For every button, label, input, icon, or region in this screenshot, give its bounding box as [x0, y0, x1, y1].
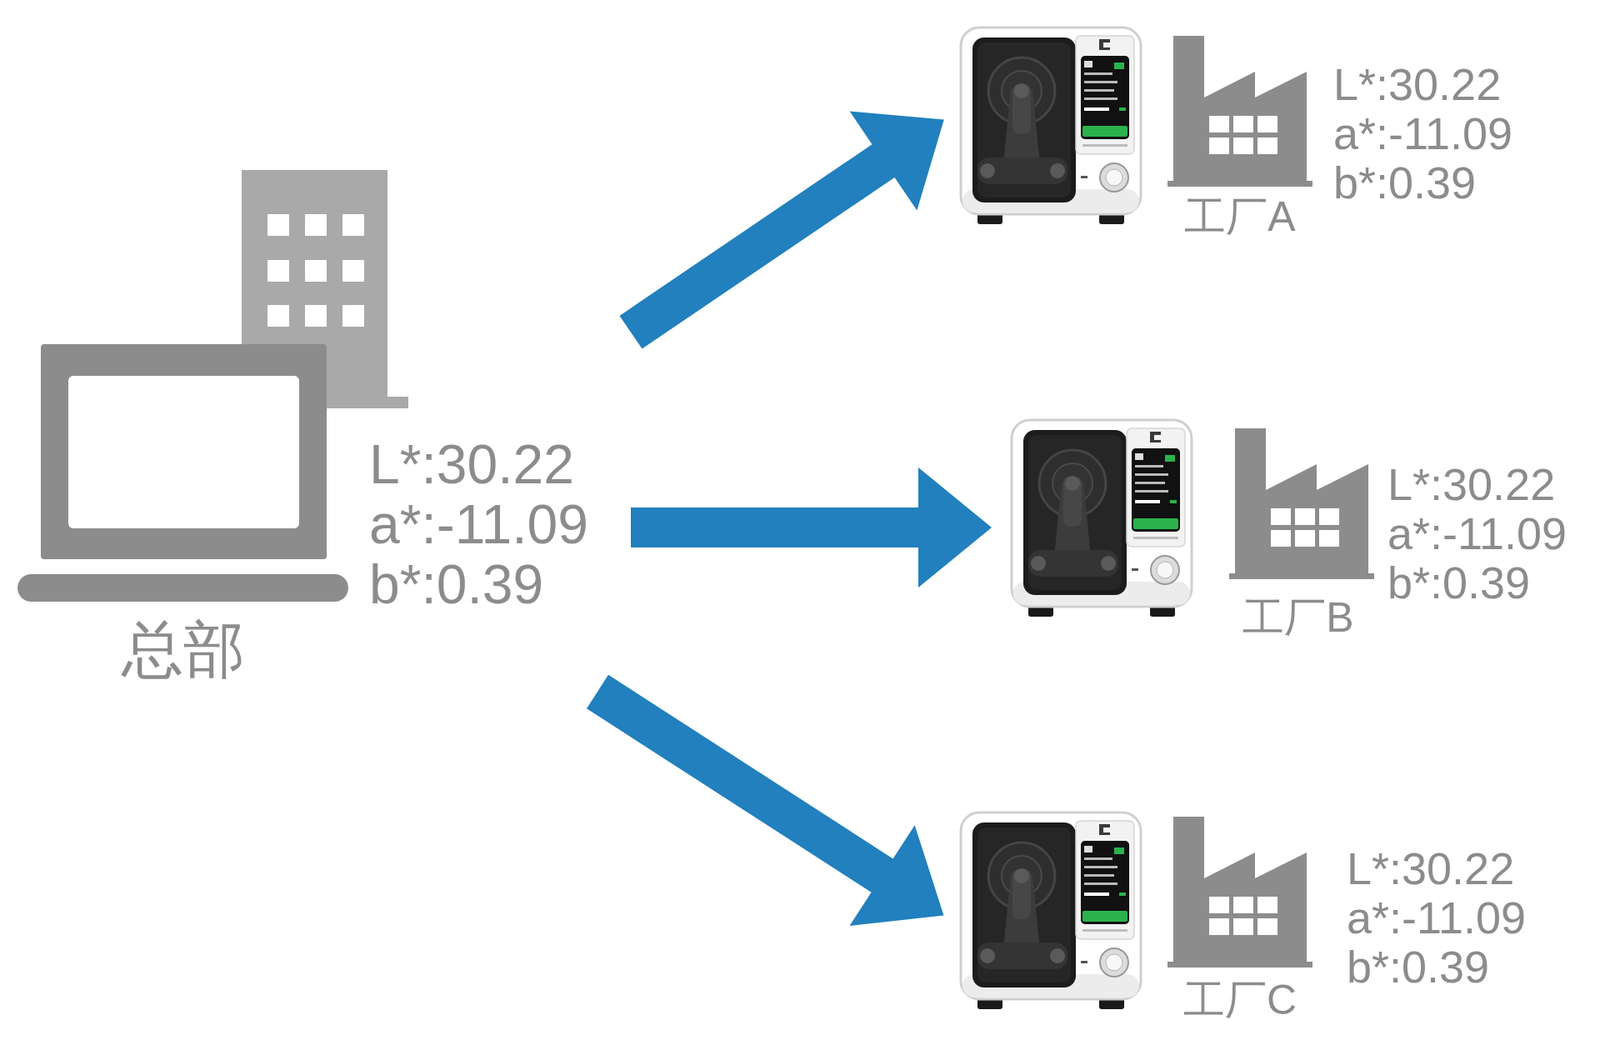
laptop-lid [40, 344, 327, 560]
factory-icon [1167, 816, 1313, 968]
factory-group: 工厂C L*:30.22 a*:-11.09 b*:0.39 [959, 810, 1567, 1034]
hq-group: 总部 L*:30.22 a*:-11.09 b*:0.39 [17, 170, 631, 692]
laptop-icon [17, 344, 349, 602]
node-title: 工厂B [1242, 596, 1354, 639]
factory-icon [1167, 35, 1313, 187]
flow-arrow [620, 111, 945, 350]
node-title: 工厂C [1183, 979, 1297, 1021]
color-values: L*:30.22 a*:-11.09 b*:0.39 [369, 434, 589, 615]
laptop-screen [68, 375, 300, 529]
flow-arrow [630, 467, 992, 588]
spectrophotometer [1011, 420, 1192, 617]
color-values: L*:30.22 a*:-11.09 b*:0.39 [1387, 460, 1567, 608]
factory-group: 工厂A L*:30.22 a*:-11.09 b*:0.39 [959, 25, 1567, 242]
building-windows [267, 214, 365, 327]
node-title: 工厂A [1184, 195, 1295, 238]
factory-icon [1229, 428, 1375, 580]
flow-arrow [586, 675, 945, 926]
spectrophotometer [960, 812, 1141, 1010]
color-values: L*:30.22 a*:-11.09 b*:0.39 [1333, 60, 1513, 208]
color-values: L*:30.22 a*:-11.09 b*:0.39 [1346, 844, 1526, 992]
factory-group: 工厂B L*:30.22 a*:-11.09 b*:0.39 [1010, 418, 1567, 642]
node-title: 总部 [121, 619, 245, 681]
spectrophotometer [960, 27, 1141, 225]
laptop-base [17, 574, 349, 602]
